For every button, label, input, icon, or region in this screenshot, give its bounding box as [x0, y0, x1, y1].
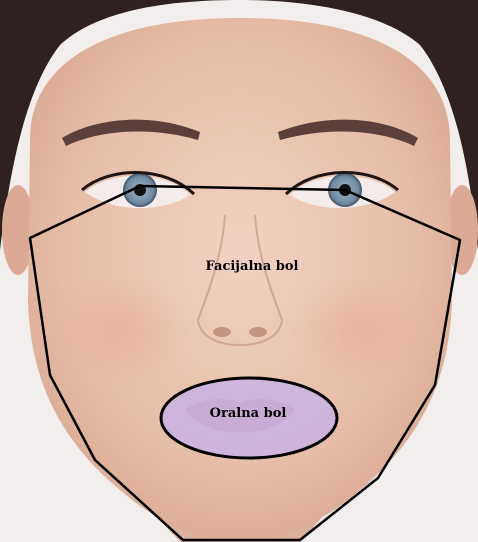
oral-pain-label: Oralna bol	[210, 406, 287, 421]
left-nostril	[213, 327, 231, 337]
right-cheek	[290, 275, 430, 385]
left-cheek	[50, 275, 190, 385]
facial-pain-label: Facijalna bol	[206, 259, 299, 274]
right-nostril	[249, 327, 267, 337]
